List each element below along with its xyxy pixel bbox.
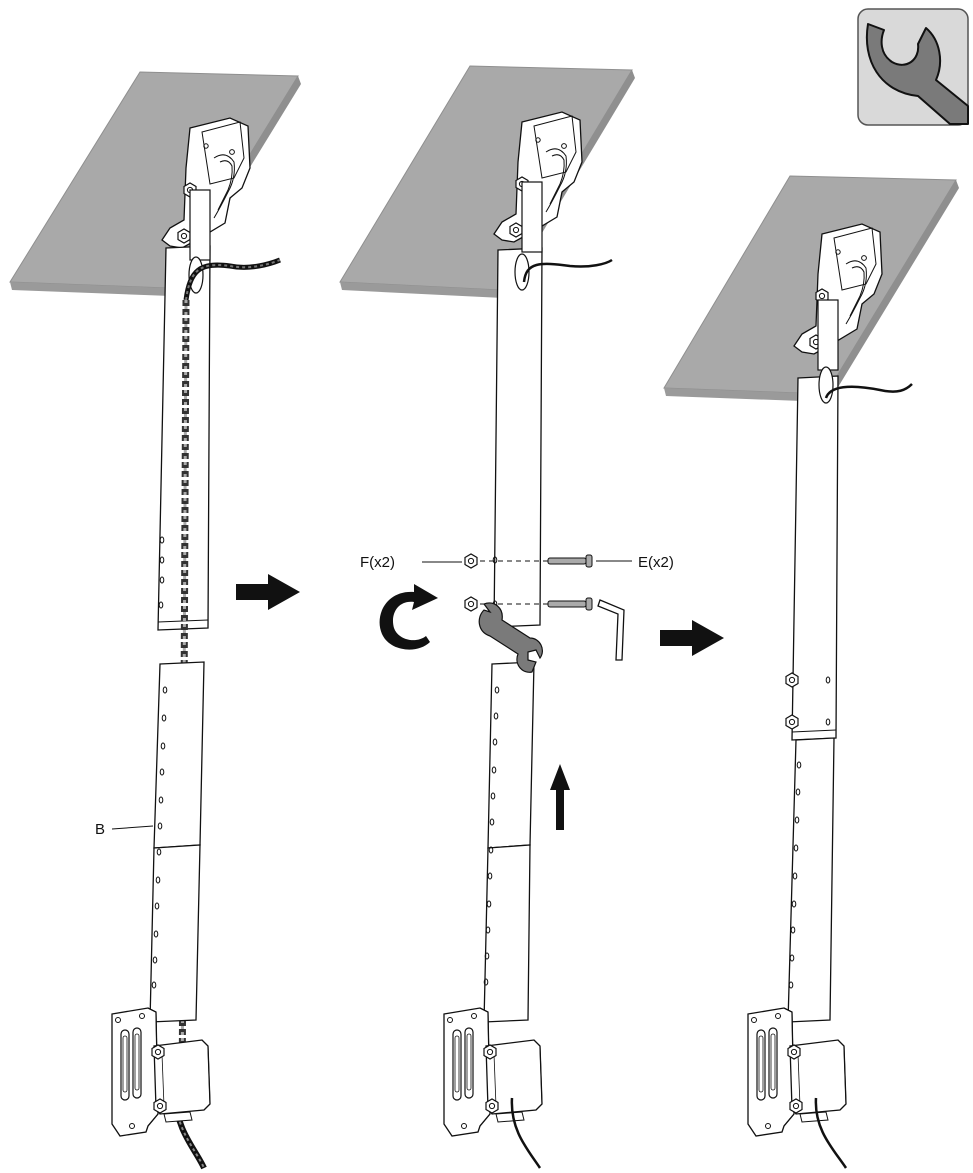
bolt-e-bottom [547, 597, 593, 611]
hex-key-icon [597, 599, 625, 661]
label-b-text: B [95, 821, 105, 838]
cable [522, 258, 613, 283]
wrench-icon [857, 8, 969, 126]
label-b: B [95, 821, 154, 838]
upper-tube [785, 299, 839, 741]
cable [510, 1097, 542, 1169]
nut-f-bottom [464, 596, 478, 612]
step-3-assembly [663, 175, 959, 1169]
solar-panel [663, 175, 959, 402]
arrow-up-icon [550, 764, 570, 830]
rotate-arrow-icon [379, 584, 438, 650]
bolt-e-top [547, 554, 593, 568]
cable [814, 1097, 848, 1169]
nut-f-top [464, 553, 478, 569]
step-2-assembly [339, 65, 635, 1169]
lower-tube [787, 737, 835, 1023]
solar-panel [339, 65, 635, 298]
label-e: E(x2) [596, 554, 674, 571]
cable [824, 383, 913, 399]
label-f-text: F(x2) [360, 554, 395, 571]
arrow-right-icon [660, 620, 724, 656]
upper-tube [492, 181, 543, 628]
lower-tube [483, 661, 535, 1023]
label-f: F(x2) [360, 554, 462, 571]
wrench-icon [478, 602, 543, 673]
solar-panel [9, 71, 301, 296]
arrow-right-icon [236, 574, 300, 610]
label-e-text: E(x2) [638, 554, 674, 571]
step-1-assembly [9, 71, 301, 1170]
lower-tube-b [149, 661, 205, 1023]
